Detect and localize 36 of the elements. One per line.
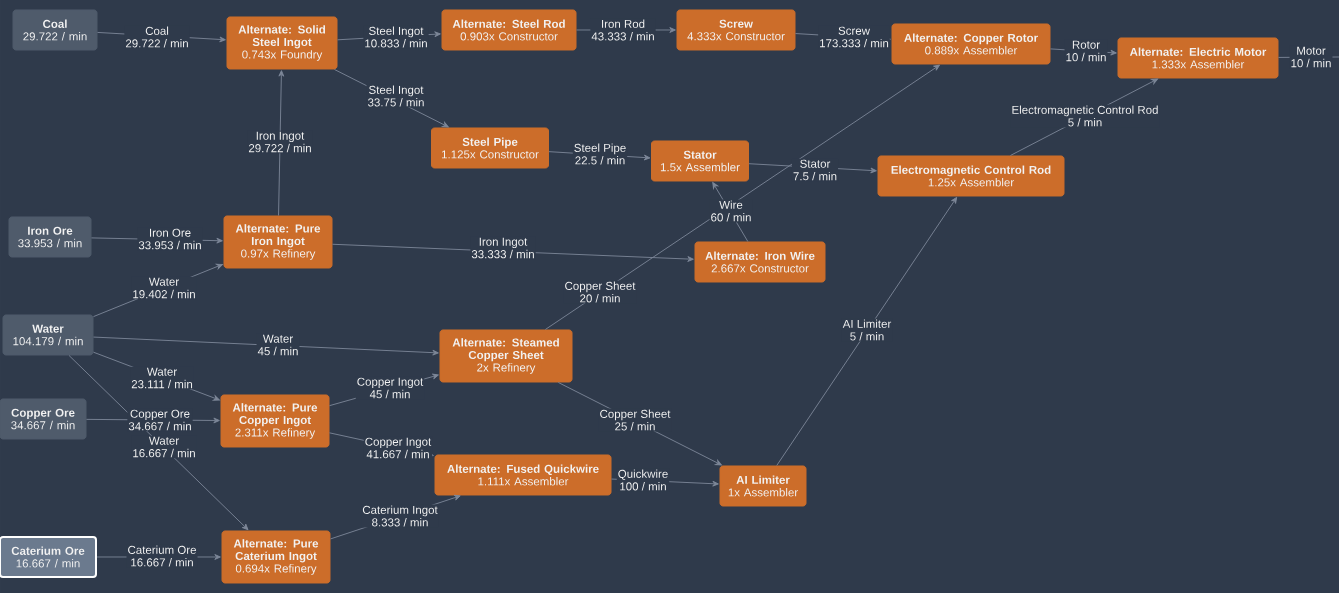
machine-box: Alternate: Pure Copper Ingot 2.311x Refinery <box>220 394 330 448</box>
machine-box: Alternate: Iron Wire 2.667x Constructor <box>694 241 826 283</box>
edge-label: Steel Ingot 10.833 / min <box>363 25 429 49</box>
edge-label: Iron Ore 33.953 / min <box>137 227 203 251</box>
machine-box: Alternate: Pure Iron Ingot 0.97x Refinery <box>223 215 333 269</box>
machine-box: Alternate: Copper Rotor 0.889x Assembler <box>891 23 1051 65</box>
machine-box: Steel Pipe 1.125x Constructor <box>431 127 549 169</box>
arrow <box>93 336 439 356</box>
edge-label: Iron Ingot 33.333 / min <box>470 236 536 260</box>
resource-box: Water 104.179 / min <box>2 314 94 356</box>
arrow <box>776 197 958 466</box>
edge-label: Coal 29.722 / min <box>124 25 190 49</box>
machine-box: Screw 4.333x Constructor <box>676 9 796 51</box>
machine-box: Electromagnetic Control Rod 1.25x Assembler <box>877 155 1065 197</box>
machine-box: Alternate: Steel Rod 0.903x Constructor <box>441 9 577 51</box>
edge-label: Water 19.402 / min <box>131 276 197 300</box>
machine-box: Alternate: Fused Quickwire 1.111x Assembler <box>434 454 612 496</box>
edge-label: Water 23.111 / min <box>130 366 194 390</box>
machine-box: AI Limiter 1x Assembler <box>719 465 807 507</box>
machine-box: Stator 1.5x Assembler <box>651 140 749 182</box>
resource-box: Caterium Ore 16.667 / min <box>0 536 97 578</box>
edge-label: Caterium Ingot 8.333 / min <box>361 504 439 528</box>
arrow <box>278 70 285 216</box>
resource-box: Iron Ore 33.953 / min <box>8 216 92 258</box>
edge-label: Iron Ingot 29.722 / min <box>247 130 313 154</box>
edge-label: Screw 173.333 / min <box>818 25 890 49</box>
machine-box: Alternate: Solid Steel Ingot 0.743x Foundry <box>226 16 338 70</box>
machine-box: Alternate: Electric Motor 1.333x Assembler <box>1117 37 1279 79</box>
machine-box: Alternate: Steamed Copper Sheet 2x Refinery <box>439 329 573 383</box>
edge-label: Electromagnetic Control Rod 5 / min <box>1010 104 1160 128</box>
edge-label: Iron Rod 43.333 / min <box>590 18 656 42</box>
machine-box: Alternate: Pure Caterium Ingot 0.694x Refinery <box>221 530 331 584</box>
edge-label: Water 16.667 / min <box>131 435 197 459</box>
resource-box: Coal 29.722 / min <box>12 9 98 51</box>
resource-box: Copper Ore 34.667 / min <box>0 398 87 440</box>
edge-label: Copper Ore 34.667 / min <box>127 408 193 432</box>
